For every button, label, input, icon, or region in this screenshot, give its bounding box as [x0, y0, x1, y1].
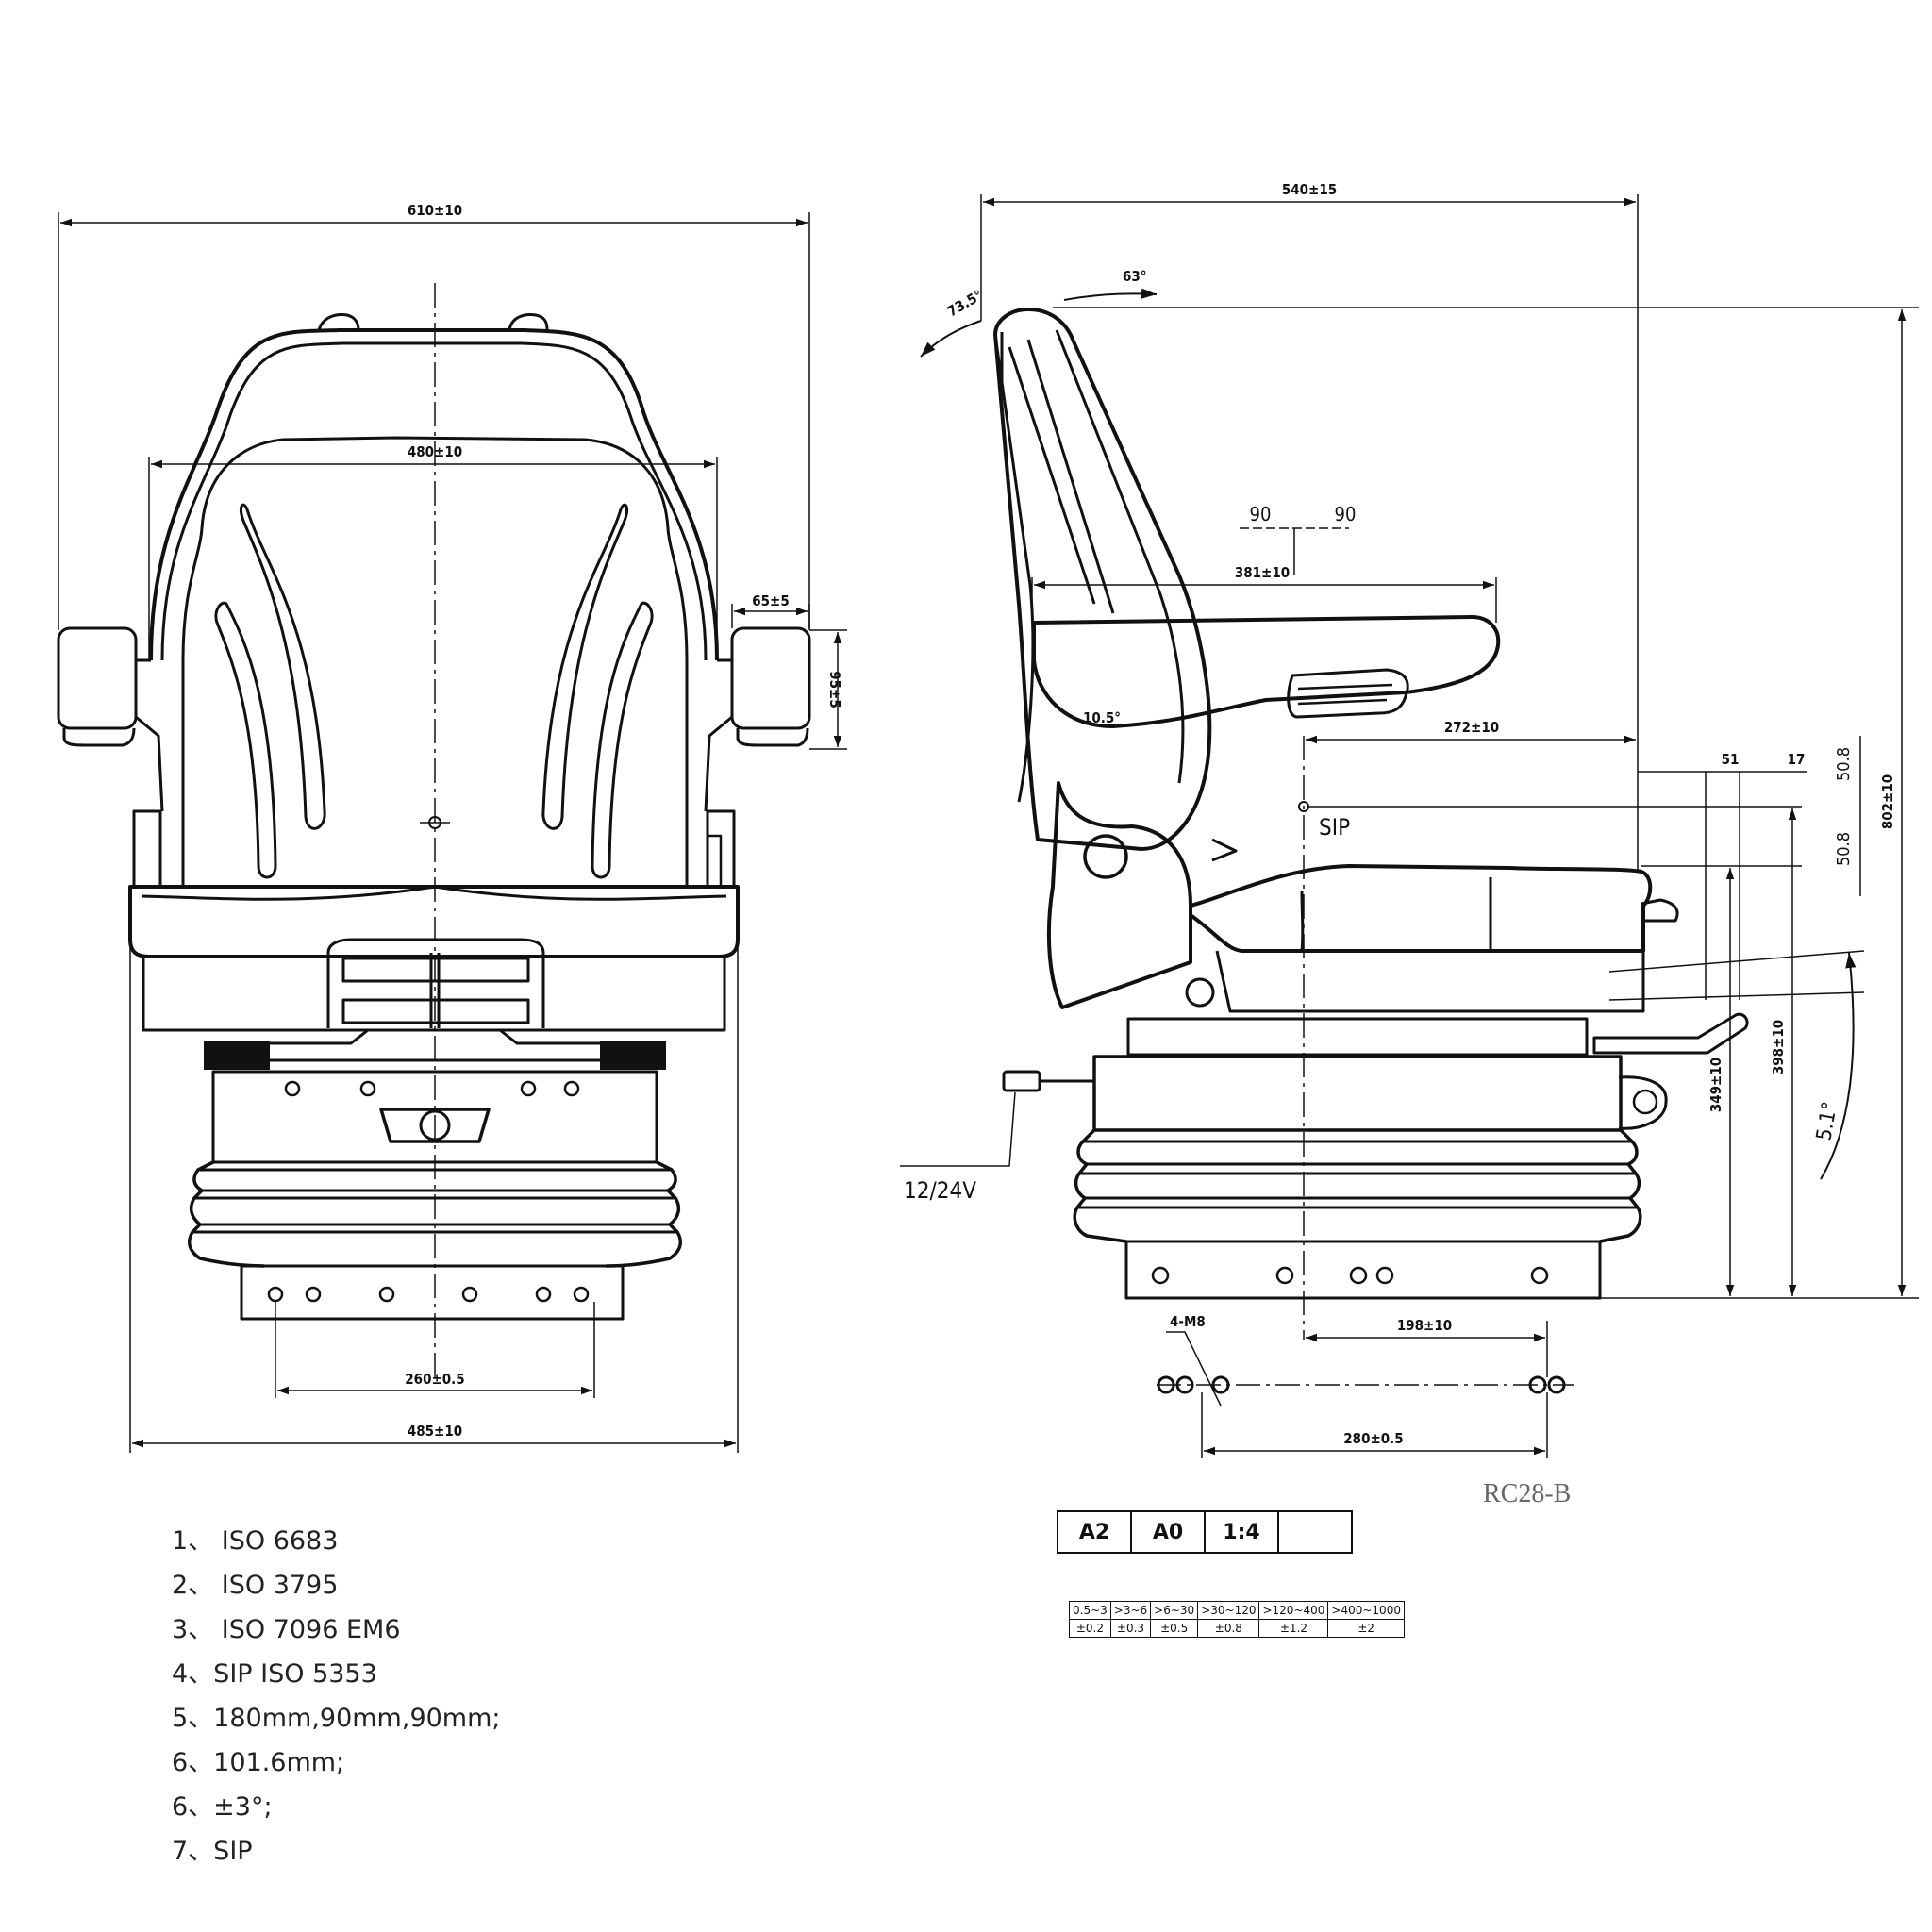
front-view: 610±10 480±10 65±5 95±5 260±0.5 485±10 — [57, 202, 847, 1453]
drawing-code: RC28-B — [1483, 1479, 1572, 1508]
dim-backrest-width: 480±10 — [408, 443, 462, 460]
title-block: A2 A0 1:4 — [1057, 1510, 1353, 1554]
dim-mount-spacing: 260±0.5 — [405, 1371, 464, 1388]
dim-bolts: 4-M8 — [1170, 1313, 1206, 1330]
tolerance-range: >6~30 — [1150, 1601, 1199, 1620]
note-item: 6、±3°; — [172, 1792, 273, 1822]
dim-armrest-length: 381±10 — [1235, 564, 1290, 581]
dim-height-398: 398±10 — [1770, 1020, 1787, 1074]
tolerance-range: >120~400 — [1258, 1601, 1329, 1620]
dim-17: 17 — [1788, 751, 1806, 768]
note-item: 7、SIP — [172, 1837, 253, 1866]
dim-sip-to-back: 272±10 — [1444, 719, 1499, 736]
tolerance-value: ±2 — [1327, 1619, 1405, 1638]
dim-fore-aft-right: 90 — [1335, 503, 1357, 525]
tolerance-range: >400~1000 — [1327, 1601, 1405, 1620]
dim-mount-offset: 198±10 — [1397, 1317, 1452, 1334]
dim-height-349: 349±10 — [1707, 1058, 1724, 1112]
title-block-cell: 1:4 — [1204, 1510, 1279, 1554]
note-item: 4、SIP ISO 5353 — [172, 1659, 377, 1689]
dim-armrest-width: 65±5 — [752, 592, 789, 609]
dim-base-width: 485±10 — [408, 1423, 462, 1440]
dim-armrest-height: 95±5 — [826, 671, 843, 708]
tolerance-range: 0.5~3 — [1069, 1601, 1111, 1620]
tolerance-range: >30~120 — [1197, 1601, 1260, 1620]
note-item: 2、 ISO 3795 — [172, 1571, 339, 1600]
sip-label: SIP — [1319, 814, 1350, 841]
tolerance-value: ±0.3 — [1109, 1619, 1152, 1638]
angle-back-recline: 73.5° — [944, 287, 986, 321]
dim-50-8-a: 50.8 — [1834, 747, 1854, 781]
note-item: 1、 ISO 6683 — [172, 1526, 339, 1556]
dim-overall-depth: 540±15 — [1282, 181, 1337, 198]
voltage-label: 12/24V — [904, 1177, 976, 1204]
note-item: 3、 ISO 7096 EM6 — [172, 1615, 401, 1644]
title-block-cell: A0 — [1130, 1510, 1206, 1554]
tolerance-value: ±0.2 — [1069, 1619, 1111, 1638]
tolerance-range: >3~6 — [1109, 1601, 1152, 1620]
dim-overall-height: 802±10 — [1879, 774, 1896, 829]
title-block-cell: A2 — [1057, 1510, 1132, 1554]
title-block-cell — [1277, 1510, 1353, 1554]
angle-pivot: 10.5° — [1083, 709, 1121, 726]
note-item: 5、180mm,90mm,90mm; — [172, 1704, 501, 1733]
spec-notes: 1、 ISO 6683 2、 ISO 3795 3、 ISO 7096 EM6 … — [172, 1519, 501, 1874]
tolerance-value: ±1.2 — [1258, 1619, 1329, 1638]
dim-overall-width: 610±10 — [408, 202, 462, 219]
dim-50-8-b: 50.8 — [1834, 832, 1854, 866]
tolerance-value: ±0.8 — [1197, 1619, 1260, 1638]
dim-fore-aft-left: 90 — [1250, 503, 1272, 525]
note-item: 6、101.6mm; — [172, 1748, 345, 1777]
angle-back-forward: 63° — [1123, 268, 1147, 285]
tolerance-table: 0.5~3 >3~6 >6~30 >30~120 >120~400 >400~1… — [1069, 1601, 1405, 1638]
side-view: SIP 12/24V 540±15 73.5° 63° 10.5° 90 90 … — [900, 181, 1919, 1458]
dim-side-mount-spacing: 280±0.5 — [1343, 1430, 1403, 1447]
angle-cushion-tilt: 5.1° — [1812, 1100, 1842, 1142]
tolerance-value: ±0.5 — [1150, 1619, 1199, 1638]
dim-51: 51 — [1722, 751, 1740, 768]
